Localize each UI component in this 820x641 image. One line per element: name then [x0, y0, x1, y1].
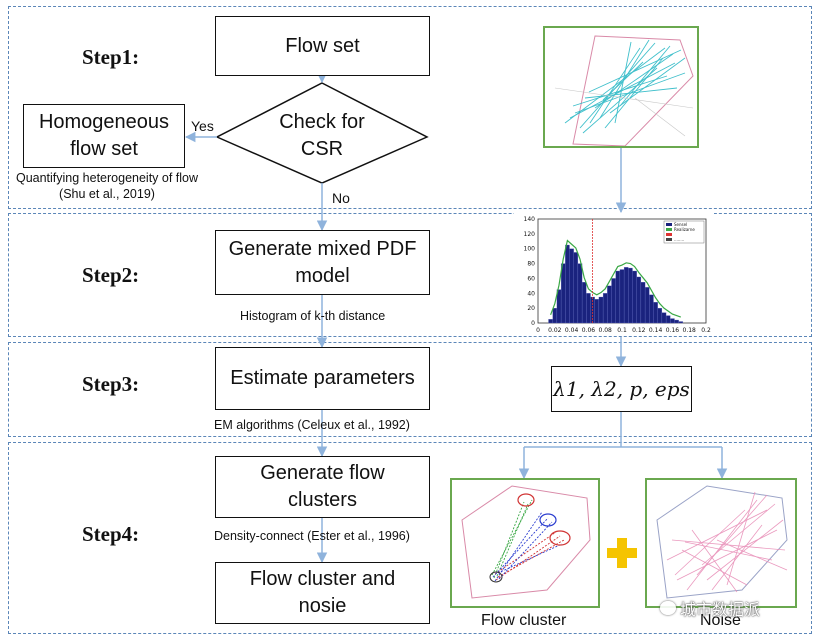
step1-label: Step1:: [82, 45, 140, 69]
legend-label: ........: [674, 237, 684, 242]
step2-panel: [8, 213, 812, 337]
histogram-bar: [670, 318, 675, 324]
y-tick-label: 60: [527, 275, 535, 282]
flow-cluster-image: [450, 478, 600, 608]
x-tick-label: 0.16: [666, 327, 680, 334]
x-tick-label: 0.04: [565, 327, 579, 334]
step3-panel: [8, 342, 812, 437]
flow-set-map: [554, 35, 694, 147]
histogram-bar: [644, 287, 650, 324]
histogram-bar: [552, 307, 558, 324]
legend-label: Sensel: [674, 222, 687, 227]
x-tick-label: 0.18: [683, 327, 697, 334]
y-tick-label: 120: [524, 231, 536, 238]
histogram-bar: [623, 267, 629, 324]
histogram-bar: [607, 285, 612, 324]
noise-image: [645, 478, 797, 608]
histogram-bar: [569, 248, 574, 324]
histogram-bar: [619, 269, 625, 324]
histogram-bar: [653, 302, 658, 324]
plus-icon: [607, 538, 637, 568]
histogram-bar: [649, 294, 654, 324]
yes-label: Yes: [191, 118, 214, 134]
noise-caption: Noise: [700, 612, 741, 629]
fit-curve: [550, 239, 682, 318]
x-tick-label: 0.14: [649, 327, 663, 334]
flow-set-box: Flow set: [215, 16, 430, 76]
check-csr-label: Check for CSR: [279, 111, 365, 160]
histogram-bar: [598, 296, 604, 324]
flow-cluster-map: [461, 485, 591, 599]
legend-swatch: [666, 228, 672, 231]
step2-label: Step2:: [82, 263, 140, 287]
homogeneous-flow-set-box: Homogeneous flow set: [23, 104, 185, 168]
histogram-bar: [560, 263, 566, 324]
x-tick-label: 0.1: [617, 327, 627, 334]
x-tick-label: 0.2: [701, 327, 711, 334]
step4-panel: [8, 442, 812, 634]
y-tick-label: 40: [527, 290, 535, 297]
generate-flow-clusters-box: Generate flow clusters: [215, 456, 430, 518]
histogram-bar: [556, 289, 562, 324]
mixed-pdf-box: Generate mixed PDF model: [215, 230, 430, 295]
x-tick-label: 0.06: [582, 327, 596, 334]
x-tick-label: 0.02: [548, 327, 562, 334]
step4-label: Step4:: [82, 522, 140, 546]
wechat-icon: [660, 601, 676, 615]
histogram-bar: [548, 319, 553, 324]
histogram-bar: [640, 281, 646, 324]
y-tick-label: 80: [527, 261, 535, 268]
histogram-bar: [577, 263, 583, 324]
histogram-bar: [565, 244, 570, 324]
parameters-text: λ1, λ2, p, eps: [553, 377, 690, 401]
legend-swatch: [666, 233, 672, 236]
no-label: No: [332, 190, 350, 206]
flow-set-image: [543, 26, 699, 148]
density-connect-note: Density-connect (Ester et al., 1996): [214, 529, 410, 543]
histogram-bar: [674, 319, 679, 324]
estimate-parameters-box: Estimate parameters: [215, 347, 430, 410]
histogram-bar: [632, 270, 637, 324]
legend-box: [663, 220, 705, 244]
legend-label: Realizarne: [674, 227, 695, 232]
flow-cluster-caption: Flow cluster: [481, 612, 567, 629]
legend-swatch: [666, 223, 672, 226]
em-note: EM algorithms (Celeux et al., 1992): [214, 418, 410, 432]
histogram-bar: [615, 270, 621, 324]
histogram-bar: [661, 312, 667, 324]
y-tick-label: 140: [524, 216, 536, 223]
legend-swatch: [666, 238, 672, 241]
x-tick-label: 0.08: [599, 327, 613, 334]
step1-panel: [8, 6, 812, 209]
histogram-bar: [586, 293, 591, 324]
x-tick-label: 0.12: [632, 327, 646, 334]
watermark: 城市数据派: [660, 596, 760, 620]
histogram-bar: [594, 299, 600, 324]
y-tick-label: 20: [527, 305, 535, 312]
histogram-bar: [665, 315, 671, 324]
watermark-text: 城市数据派: [680, 602, 761, 619]
flow-cluster-noise-box: Flow cluster and nosie: [215, 562, 430, 624]
y-tick-label: 0: [531, 320, 535, 327]
histogram-bar: [602, 293, 608, 324]
histogram-bar: [657, 307, 663, 324]
histogram-bar: [628, 267, 633, 324]
x-tick-label: 0: [536, 327, 540, 334]
step3-label: Step3:: [82, 372, 140, 396]
histogram-bar: [573, 252, 579, 324]
histogram-bar: [636, 276, 642, 324]
heterogeneity-note: Quantifying heterogeneity of flow (Shu e…: [15, 171, 199, 201]
y-tick-label: 100: [524, 246, 536, 253]
parameters-box: λ1, λ2, p, eps: [551, 366, 692, 412]
histogram-bar: [611, 278, 616, 324]
histogram-note: Histogram of k-th distance: [240, 309, 386, 323]
histogram-bar: [581, 281, 587, 324]
histogram-bar: [678, 321, 684, 324]
noise-map: [656, 485, 788, 599]
